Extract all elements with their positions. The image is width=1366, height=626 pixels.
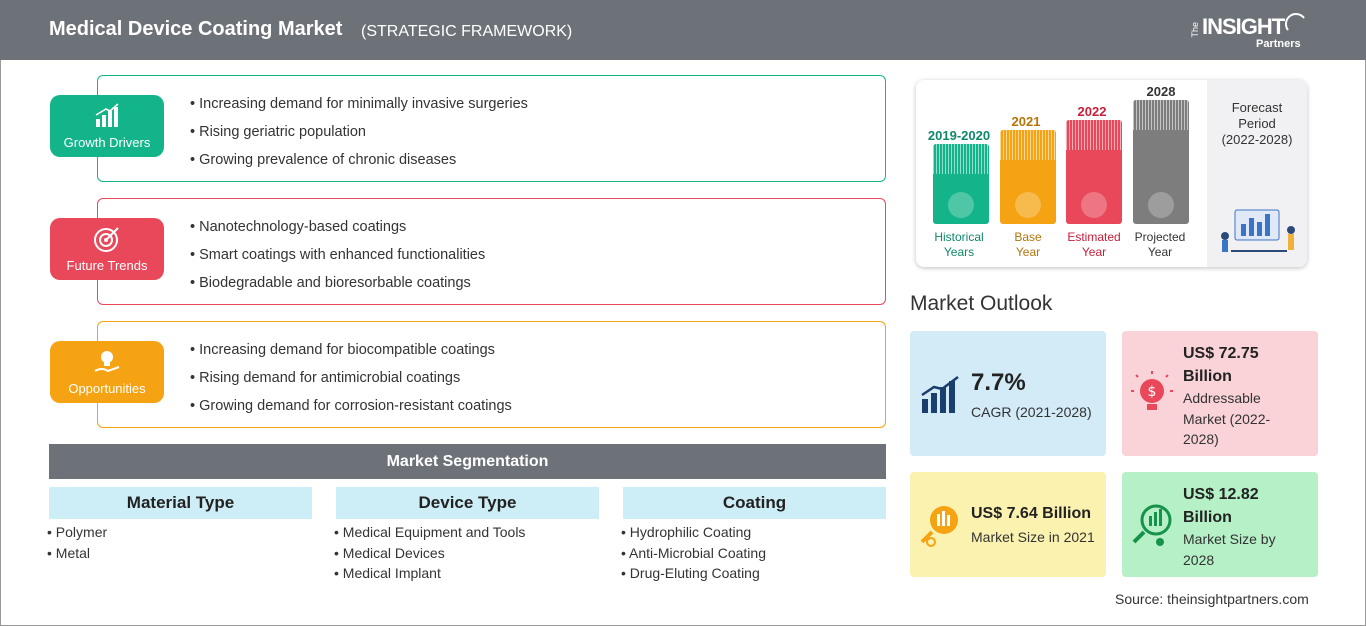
list-item: Smart coatings with enhanced functionali… bbox=[190, 247, 485, 275]
timeline-bar-estimated bbox=[1066, 120, 1122, 224]
dollar-bulb-icon: $ bbox=[1131, 371, 1173, 410]
badge-label: Growth Drivers bbox=[63, 135, 151, 150]
size-2028-label: Market Size by 2028 bbox=[1183, 531, 1276, 568]
list-item: Hydrophilic Coating bbox=[621, 524, 766, 545]
list-item: Increasing demand for biocompatible coat… bbox=[190, 342, 512, 370]
size-2021-value: US$ 7.64 Billion bbox=[971, 505, 1092, 522]
page-title: Medical Device Coating Market bbox=[49, 18, 343, 40]
lightbulb-hand-icon bbox=[94, 351, 120, 373]
growth-drivers-card: Increasing demand for minimally invasive… bbox=[97, 75, 886, 182]
timeline-year: 2019-2020 bbox=[927, 128, 991, 143]
segment-heading-coating: Coating bbox=[623, 487, 886, 519]
timeline-bar-projected bbox=[1133, 100, 1189, 224]
segment-heading-device-type: Device Type bbox=[336, 487, 599, 519]
growth-chart-icon bbox=[921, 376, 959, 413]
list-item: Polymer bbox=[47, 524, 107, 545]
segmentation-header: Market Segmentation bbox=[49, 444, 886, 479]
logo-arc-icon bbox=[1285, 13, 1305, 31]
segment-list-coating: Hydrophilic Coating Anti-Microbial Coati… bbox=[621, 524, 766, 586]
forecast-label: Forecast bbox=[1231, 100, 1283, 115]
opportunities-card: Increasing demand for biocompatible coat… bbox=[97, 321, 886, 428]
list-item: Nanotechnology-based coatings bbox=[190, 219, 485, 247]
magnifier-growth-icon bbox=[1132, 504, 1172, 546]
forecast-period-panel: Forecast Period (2022-2028) bbox=[1207, 80, 1307, 267]
target-icon bbox=[94, 227, 119, 252]
list-item: Medical Devices bbox=[334, 545, 525, 566]
forecast-range: (2022-2028) bbox=[1221, 132, 1293, 147]
timeline-bar-base bbox=[1000, 130, 1056, 224]
segment-heading-material-type: Material Type bbox=[49, 487, 312, 519]
segment-list-device-type: Medical Equipment and Tools Medical Devi… bbox=[334, 524, 526, 586]
forecast-label: Period bbox=[1238, 116, 1276, 131]
market-size-2021-tile: US$ 7.64 Billion Market Size in 2021 bbox=[910, 472, 1106, 577]
future-trends-badge: Future Trends bbox=[50, 218, 164, 280]
cagr-value: 7.7% bbox=[971, 369, 1026, 396]
calendar-icon bbox=[1015, 192, 1041, 218]
list-item: Growing demand for corrosion-resistant c… bbox=[190, 398, 512, 426]
timeline-year: 2022 bbox=[1077, 104, 1107, 119]
list-item: Rising geriatric population bbox=[190, 124, 528, 152]
future-trends-card: Nanotechnology-based coatings Smart coat… bbox=[97, 198, 886, 305]
bar-chart-up-icon bbox=[95, 103, 119, 127]
presentation-board-icon bbox=[1148, 192, 1174, 218]
addressable-market-tile: $ US$ 72.75 Billion Addressable Market (… bbox=[1122, 331, 1318, 456]
header-bar: Medical Device Coating Market (STRATEGIC… bbox=[0, 0, 1366, 60]
history-clock-icon bbox=[948, 192, 974, 218]
cagr-tile: 7.7% CAGR (2021-2028) bbox=[910, 331, 1106, 456]
opportunities-badge: Opportunities bbox=[50, 341, 164, 403]
gears-icon bbox=[1081, 192, 1107, 218]
list-item: Increasing demand for minimally invasive… bbox=[190, 96, 528, 124]
page-subtitle: (STRATEGIC FRAMEWORK) bbox=[361, 23, 573, 40]
insight-partners-logo[interactable]: The INSIGHT Partners bbox=[1190, 10, 1315, 54]
size-2028-value: US$ 12.82 Billion bbox=[1183, 486, 1259, 526]
segment-list-material-type: Polymer Metal bbox=[47, 524, 107, 565]
timeline-year: 2021 bbox=[1011, 114, 1041, 129]
addressable-value: US$ 72.75 Billion bbox=[1183, 345, 1259, 385]
list-item: Medical Implant bbox=[334, 565, 525, 586]
addressable-label: Addressable Market (2022- 2028) bbox=[1183, 390, 1271, 447]
magnifier-coins-icon bbox=[920, 506, 958, 547]
list-item: Growing prevalence of chronic diseases bbox=[190, 152, 528, 180]
list-item: Rising demand for antimicrobial coatings bbox=[190, 370, 512, 398]
market-outlook-title: Market Outlook bbox=[910, 292, 1053, 315]
list-item: Biodegradable and bioresorbable coatings bbox=[190, 275, 485, 303]
cagr-label: CAGR (2021-2028) bbox=[971, 404, 1092, 420]
market-size-2028-tile: US$ 12.82 Billion Market Size by 2028 bbox=[1122, 472, 1318, 577]
analytics-people-icon bbox=[1221, 209, 1295, 252]
list-item: Anti-Microbial Coating bbox=[621, 545, 766, 566]
badge-label: Opportunities bbox=[68, 381, 146, 396]
badge-label: Future Trends bbox=[66, 258, 148, 273]
list-item: Metal bbox=[47, 545, 107, 566]
list-item: Drug-Eluting Coating bbox=[621, 565, 766, 586]
timeline-bar-historical bbox=[933, 144, 989, 224]
growth-drivers-badge: Growth Drivers bbox=[50, 95, 164, 157]
svg-text:$: $ bbox=[1148, 384, 1157, 400]
source-note[interactable]: Source: theinsightpartners.com bbox=[1115, 591, 1309, 607]
list-item: Medical Equipment and Tools bbox=[334, 524, 526, 545]
size-2021-label: Market Size in 2021 bbox=[971, 529, 1095, 545]
timeline-year: 2028 bbox=[1146, 84, 1176, 99]
